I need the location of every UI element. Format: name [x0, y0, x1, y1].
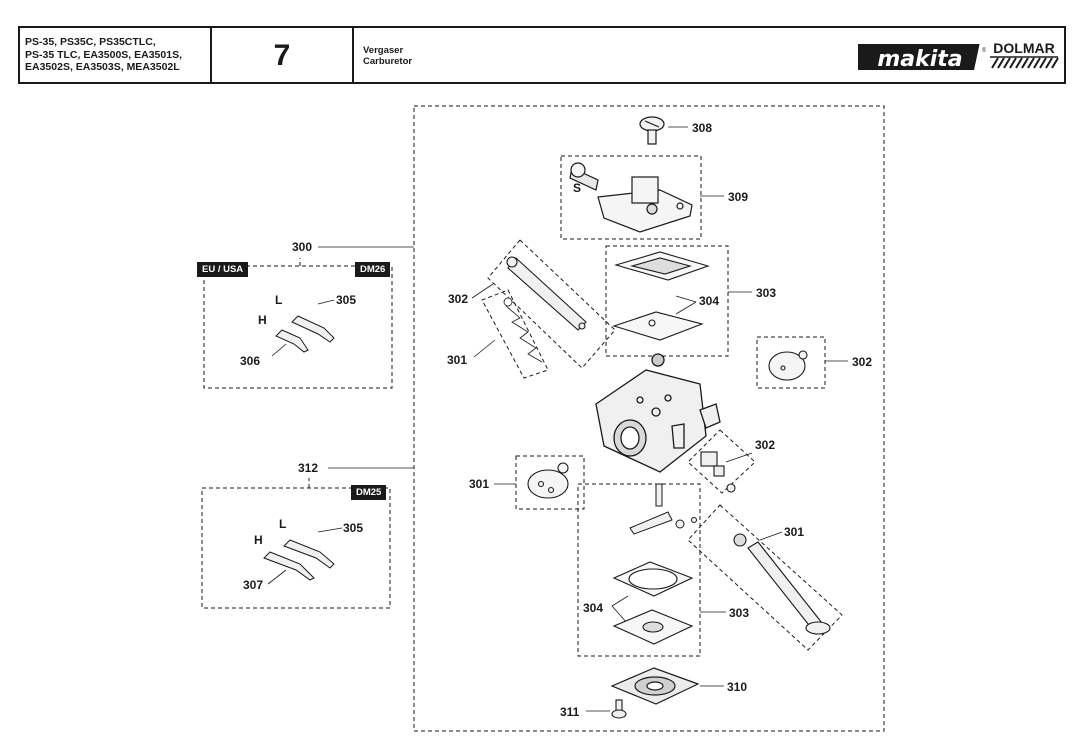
label-301: 301 — [784, 525, 805, 539]
throttle-plate-302 — [768, 350, 808, 381]
label-s: S — [573, 181, 582, 195]
variant-tag-dm26: DM26 — [355, 262, 391, 277]
needle-valve-parts — [629, 483, 697, 535]
label-h: H — [254, 533, 263, 547]
main-assembly-frame — [413, 105, 885, 732]
dm25-needle-frame — [201, 487, 391, 609]
title-german: Vergaser — [363, 45, 404, 56]
title-english: Carburetor — [363, 56, 413, 67]
carburetor-body — [595, 353, 721, 473]
label-302: 302 — [448, 292, 469, 306]
label-305: 305 — [336, 293, 357, 307]
label-305: 305 — [343, 521, 364, 535]
screw-311 — [611, 699, 627, 719]
label-300: 300 — [292, 240, 313, 254]
pump-gasket-frame — [605, 245, 729, 357]
label-302: 302 — [852, 355, 873, 369]
label-310: 310 — [727, 680, 748, 694]
metering-gasket-lower — [612, 561, 694, 645]
model-line: PS-35 TLC, EA3500S, EA3501S, — [25, 48, 182, 61]
svg-text:®: ® — [982, 47, 986, 54]
header-bar: PS-35, PS35C, PS35CTLC, PS-35 TLC, EA350… — [18, 26, 1066, 84]
throttle-shaft-frame — [687, 504, 843, 651]
label-303: 303 — [729, 606, 750, 620]
makita-logo: makita ® — [858, 44, 986, 72]
choke-shaft-frame — [487, 239, 616, 369]
label-h: H — [258, 313, 267, 327]
cover-frame — [560, 155, 702, 240]
spring-frame — [481, 289, 549, 379]
label-306: 306 — [240, 354, 261, 368]
label-311: 311 — [560, 705, 580, 719]
spring-301 — [503, 297, 543, 363]
dolmar-logo: DOLMAR — [990, 40, 1059, 69]
choke-plate-301 — [527, 462, 569, 499]
label-303: 303 — [756, 286, 777, 300]
throttle-shaft-301 — [733, 533, 831, 635]
pump-gasket-upper — [612, 251, 710, 341]
lever-frame — [687, 429, 756, 494]
label-302: 302 — [755, 438, 776, 452]
model-list: PS-35, PS35C, PS35CTLC, PS-35 TLC, EA350… — [20, 28, 212, 82]
cover-309 — [569, 162, 693, 233]
lever-302 — [700, 451, 736, 493]
svg-text:DOLMAR: DOLMAR — [993, 40, 1054, 56]
label-l: L — [279, 517, 287, 531]
dm26-needle-frame — [203, 265, 393, 389]
figure-title: Vergaser Carburetor — [363, 45, 412, 67]
throttle-plate-frame — [756, 336, 826, 389]
region-tag-eu-usa: EU / USA — [197, 262, 249, 277]
label-308: 308 — [692, 121, 713, 135]
needles-dm25 — [263, 539, 335, 581]
label-301: 301 — [447, 353, 468, 367]
label-l: L — [275, 293, 283, 307]
label-304: 304 — [583, 601, 604, 615]
cover-310 — [610, 667, 700, 705]
needles-dm26 — [275, 315, 335, 353]
label-304: 304 — [699, 294, 720, 308]
label-301: 301 — [469, 477, 490, 491]
label-309: 309 — [728, 190, 749, 204]
variant-tag-dm25: DM25 — [351, 485, 387, 500]
choke-shaft-302 — [506, 256, 587, 331]
model-line: EA3502S, EA3503S, MEA3502L — [25, 61, 180, 73]
model-line: PS-35, PS35C, PS35CTLC, — [25, 36, 156, 48]
screw-308 — [639, 116, 665, 145]
choke-plate-frame — [515, 455, 585, 510]
label-307: 307 — [243, 578, 264, 592]
label-312: 312 — [298, 461, 319, 475]
svg-text:makita: makita — [877, 47, 962, 72]
figure-number: 7 — [212, 28, 354, 82]
